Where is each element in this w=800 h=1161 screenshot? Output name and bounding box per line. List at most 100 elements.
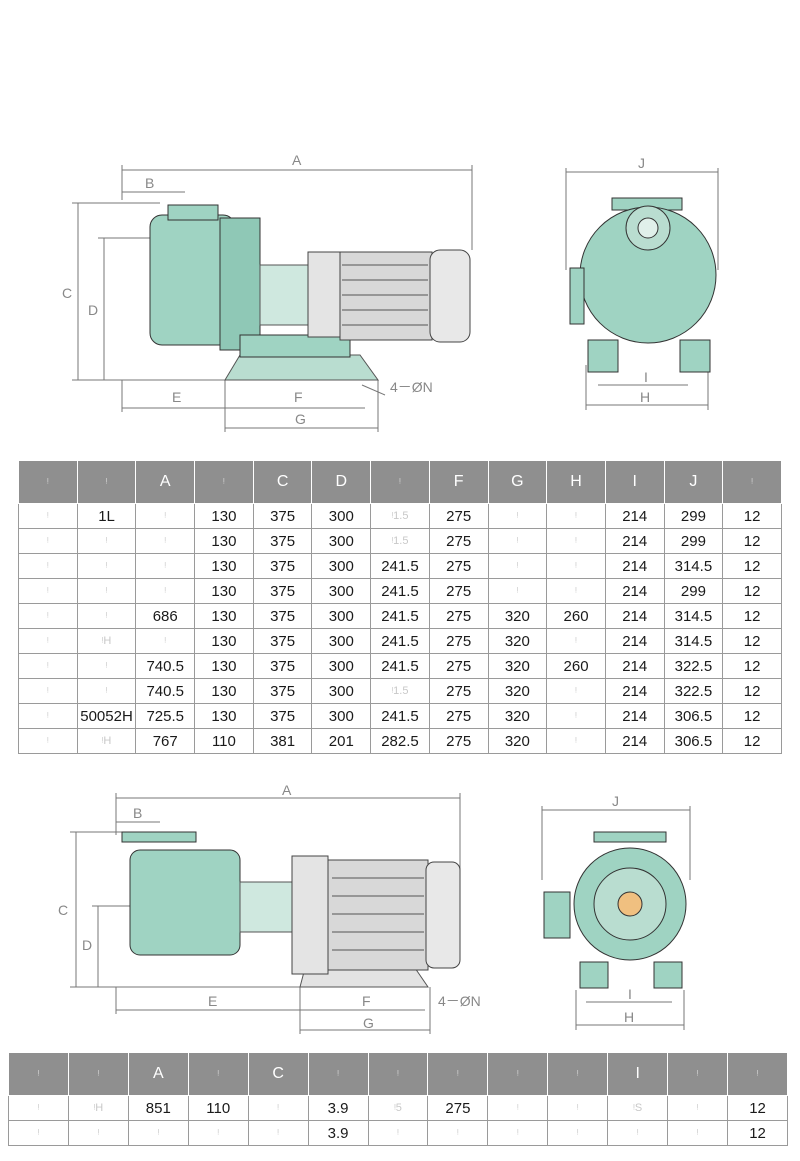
table2-header: ᵎ: [8, 1052, 69, 1096]
table1-cell: 214: [604, 703, 665, 729]
table1-header: G: [487, 460, 548, 504]
pump-casing: [129, 849, 241, 956]
table1-cell: 130: [194, 628, 254, 654]
table1-cell: 314.5: [663, 553, 724, 579]
table1-cell: ᵎ: [18, 603, 78, 629]
dim-label-f: F: [294, 389, 303, 405]
table1-cell: 260: [546, 653, 606, 679]
dim-label-h: H: [624, 1009, 634, 1025]
table1-cell: ᵎ: [18, 503, 78, 529]
table1-cell: 214: [604, 603, 665, 629]
dim-label-a: A: [282, 782, 292, 798]
table2-cell: ᵎS: [607, 1095, 669, 1121]
table1-cell: 320: [487, 728, 548, 754]
table1-cell: 314.5: [663, 603, 724, 629]
table1-cell: 130: [194, 678, 254, 704]
dim-label-g: G: [363, 1015, 374, 1031]
table2-cell: ᵎ5: [367, 1095, 429, 1121]
table1-cell: 214: [604, 628, 665, 654]
table1-cell: 300: [311, 678, 372, 704]
table2-cell: ᵎ: [667, 1095, 729, 1121]
table1-cell: 322.5: [663, 653, 724, 679]
table1-cell: 275: [428, 678, 489, 704]
table2-cell: 12: [727, 1120, 788, 1146]
table1-cell: 375: [252, 653, 313, 679]
dim-label-b: B: [145, 175, 154, 191]
table1-cell: ᵎ: [135, 578, 196, 604]
table1-cell: 282.5: [370, 728, 430, 754]
table1-cell: 241.5: [370, 653, 430, 679]
table1-cell: 300: [311, 553, 372, 579]
table2-cell: ᵎ: [127, 1120, 189, 1146]
table1-cell: ᵎ: [546, 628, 606, 654]
table1-cell: ᵎ: [546, 553, 606, 579]
dim-label-i: I: [628, 986, 632, 1002]
table1-cell: 275: [428, 703, 489, 729]
table1-cell: 299: [663, 528, 724, 554]
motor-body: [291, 855, 329, 975]
table1-cell: 375: [252, 553, 313, 579]
pump-front-view-1: J I H: [565, 155, 719, 410]
table1-cell: ᵎ: [546, 528, 606, 554]
table2-cell: 275: [427, 1095, 489, 1121]
table1-header: I: [604, 460, 665, 504]
table1-cell: ᵎ1.5: [370, 503, 430, 529]
table1-cell: ᵎ: [76, 678, 137, 704]
table1-cell: 1L: [76, 503, 137, 529]
table2-header: ᵎ: [427, 1052, 489, 1096]
table2-cell: ᵎ: [427, 1120, 489, 1146]
table1-cell: 300: [311, 578, 372, 604]
table2-header: ᵎ: [307, 1052, 369, 1096]
table1-cell: 50052H: [76, 703, 137, 729]
dim-label-d: D: [88, 302, 98, 318]
table1-cell: ᵎ: [18, 628, 78, 654]
table2-header-row: ᵎ ᵎ A ᵎ C ᵎ ᵎ ᵎ ᵎ ᵎ I ᵎ ᵎ: [8, 1052, 788, 1096]
table1-cell: 275: [428, 628, 489, 654]
table2-header: ᵎ: [727, 1052, 788, 1096]
table2-header: I: [607, 1052, 669, 1096]
table1-cell: 201: [311, 728, 372, 754]
table1-cell: ᵎ: [546, 703, 606, 729]
pump-base: [224, 354, 379, 381]
table1-cell: 130: [194, 703, 254, 729]
table1-cell: 314.5: [663, 628, 724, 654]
dim-label-j: J: [612, 793, 619, 809]
table1-cell: 375: [252, 678, 313, 704]
table1-cell: ᵎ: [135, 528, 196, 554]
table1-cell: 12: [722, 603, 782, 629]
table1-cell: 241.5: [370, 578, 430, 604]
dim-label-d: D: [82, 937, 92, 953]
table1-cell: 214: [604, 553, 665, 579]
table1-cell: 320: [487, 603, 548, 629]
table1-cell: 275: [428, 728, 489, 754]
table1-cell: 130: [194, 503, 254, 529]
table1-header: J: [663, 460, 724, 504]
table1-cell: ᵎ: [76, 653, 137, 679]
pump-side-view-1: A B C D E F G 4－ØN: [62, 152, 473, 432]
table1-cell: 275: [428, 603, 489, 629]
table1-cell: 260: [546, 603, 606, 629]
dim-label-b: B: [133, 805, 142, 821]
table1-cell: 375: [252, 628, 313, 654]
motor-body: [307, 251, 344, 338]
table1-cell: ᵎ: [135, 503, 196, 529]
table1-cell: 306.5: [663, 703, 724, 729]
table2-header: ᵎ: [367, 1052, 429, 1096]
dim-label-n: 4－ØN: [390, 379, 433, 395]
pump-side-view-2: A B C D E F G 4－ØN: [58, 782, 481, 1034]
table1-cell: 375: [252, 703, 313, 729]
table1-cell: 241.5: [370, 703, 430, 729]
table1-cell: 320: [487, 628, 548, 654]
table1-cell: ᵎ: [76, 528, 137, 554]
table1-cell: 300: [311, 653, 372, 679]
table1-cell: 130: [194, 578, 254, 604]
table1-cell: 110: [194, 728, 254, 754]
table2-cell: 3.9: [307, 1095, 369, 1121]
table1-cell: 130: [194, 653, 254, 679]
